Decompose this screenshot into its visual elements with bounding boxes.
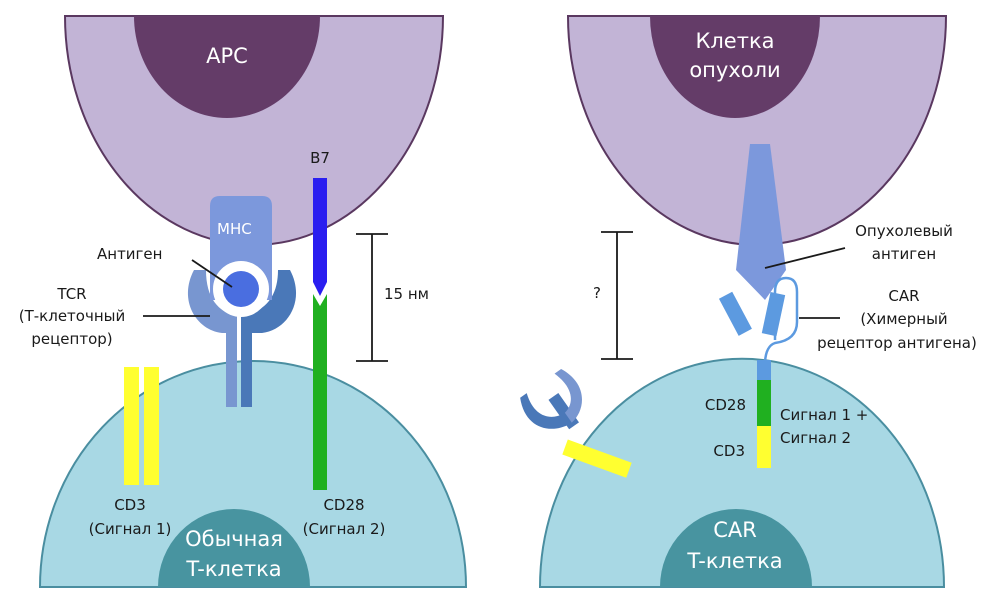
t-cell-nucleus (158, 509, 310, 587)
car-t-label-1: CAR (713, 518, 757, 542)
antigen-label: Антиген (97, 245, 162, 263)
b7-ligand (313, 178, 327, 296)
antigen-leader (191, 259, 233, 288)
tumor-label-2: опухоли (689, 58, 780, 82)
cd3-bar-left (124, 367, 139, 485)
car-distance-label: ? (593, 284, 601, 302)
tcr-arm-right (241, 270, 297, 333)
t-cell-label-1: Обычная (185, 527, 283, 551)
t-cell-label-2: T-клетка (185, 557, 281, 581)
tumor-antigen-label-2: антиген (872, 245, 936, 263)
cd3-label-2: (Сигнал 1) (89, 520, 172, 538)
scale-bracket-icon (356, 233, 388, 362)
tcr-stem-dark (241, 325, 252, 407)
antigen-sphere-icon (223, 271, 259, 307)
tcr-label-1: TCR (56, 285, 86, 303)
right-panel: Клетка опухоли CAR T-клетка (520, 15, 977, 588)
tumor-nucleus (650, 16, 820, 118)
tumor-antigen (736, 144, 786, 300)
tumor-antigen-leader (764, 247, 846, 269)
car-label-1: CAR (888, 287, 919, 305)
car-cd28-domain (757, 380, 771, 426)
cd3-label-1: CD3 (114, 496, 146, 514)
cd28-receptor (313, 294, 327, 490)
car-label-2: (Химерный (860, 310, 947, 328)
signal-label-1: Сигнал 1 + (780, 406, 868, 424)
left-panel: APC Обычная T-клетка MHC B7 15 (19, 15, 468, 588)
car-label-3: рецептор антигена) (817, 334, 977, 352)
tcr-receptor (187, 270, 297, 407)
tcr-label-2: (Т-клеточный (19, 307, 125, 325)
car-cd28-label: CD28 (705, 396, 746, 414)
cd28-label-1: CD28 (323, 496, 364, 514)
car-t-cell (538, 357, 946, 588)
car-cd3-label: CD3 (713, 442, 745, 460)
tcr-label-3: рецептор) (31, 330, 112, 348)
cd28-label-2: (Сигнал 2) (303, 520, 386, 538)
tumor-label-1: Клетка (695, 29, 774, 53)
b7-label: B7 (310, 149, 330, 167)
tumor-antigen-label-1: Опухолевый (855, 222, 953, 240)
signal-label-2: Сигнал 2 (780, 429, 851, 447)
apc-nucleus (134, 16, 320, 118)
car-t-cell-nucleus (660, 509, 812, 587)
distance-label: 15 нм (384, 285, 429, 303)
car-cd3-domain (757, 426, 771, 468)
car-receptor (718, 276, 799, 468)
car-hinge (757, 360, 771, 380)
tcr-stem-light (226, 325, 237, 407)
car-scale-bracket (601, 231, 633, 360)
apc-label: APC (206, 44, 248, 68)
car-domain-left (718, 291, 752, 336)
car-t-label-2: T-клетка (686, 549, 782, 573)
car-linker (763, 276, 799, 363)
tcr-arm-left (187, 270, 237, 333)
cd3-bar-right (144, 367, 159, 485)
car-domain-right (761, 292, 786, 337)
receptor-fork-icon (520, 369, 632, 478)
mhc-label: MHC (217, 220, 252, 238)
